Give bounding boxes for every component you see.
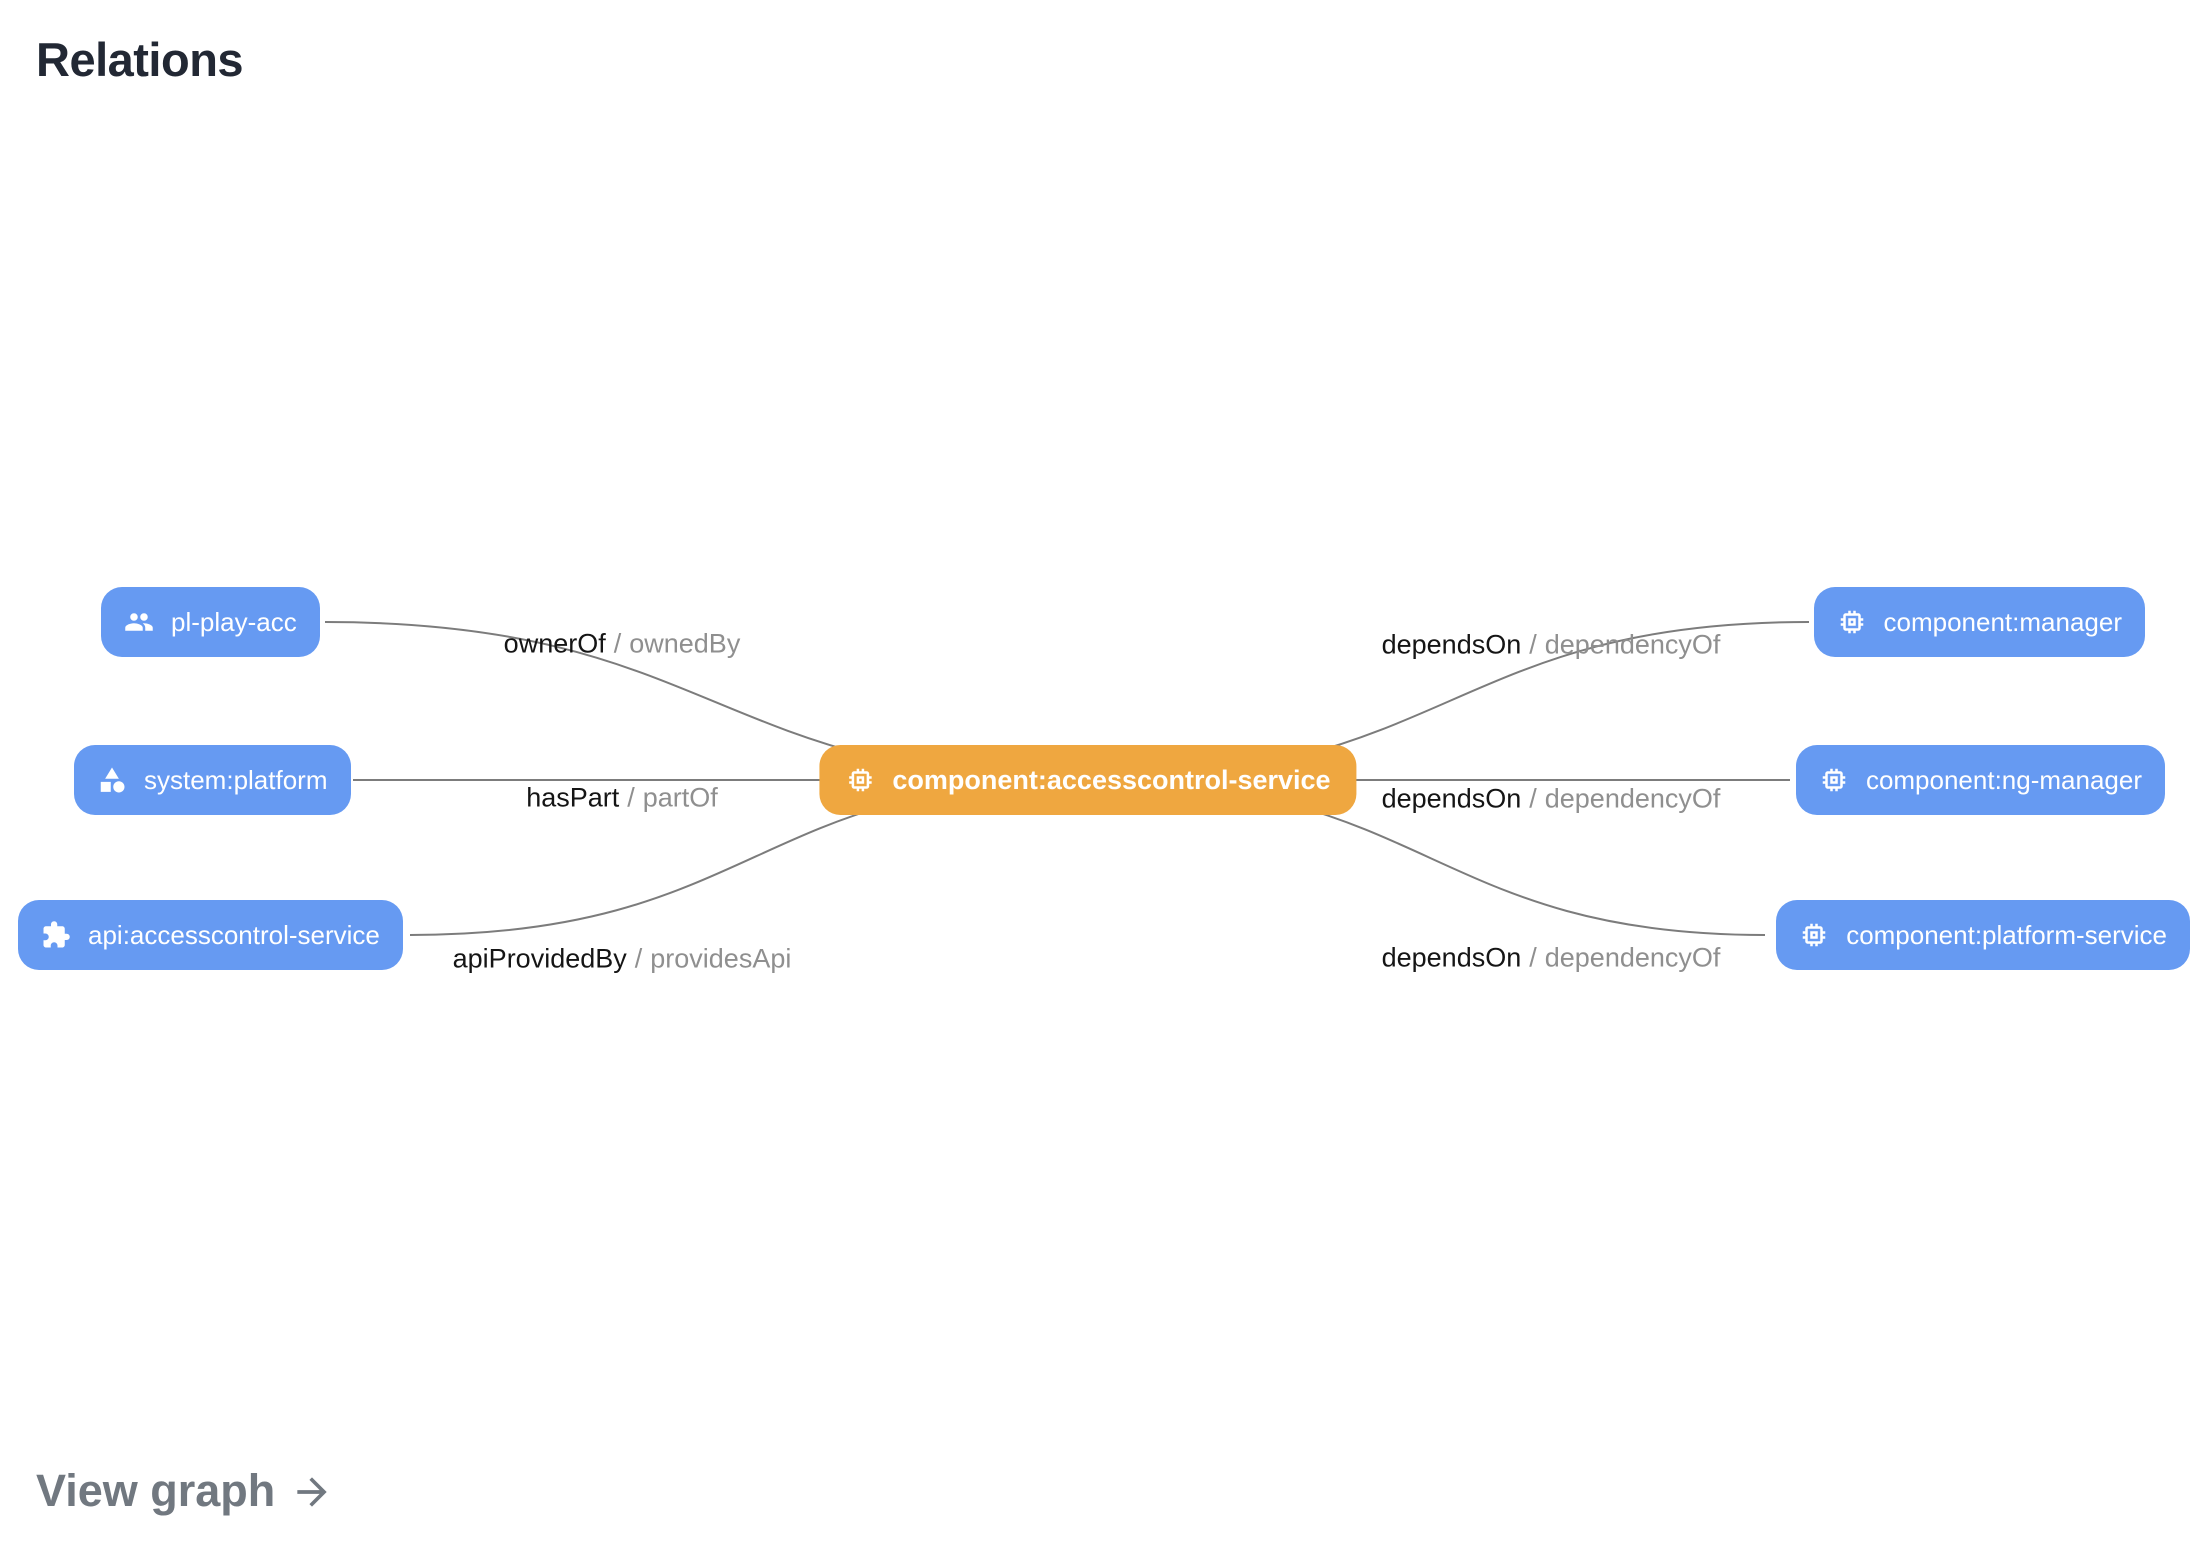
entity-node-component-accesscontrol-service[interactable]: component:accesscontrol-service	[819, 745, 1357, 815]
edge-label-dependson-ng-manager: dependsOn / dependencyOf	[1381, 783, 1721, 814]
edge-label-primary: dependsOn	[1381, 783, 1522, 814]
edge-label-secondary: partOf	[642, 782, 718, 813]
memory-icon	[849, 768, 872, 792]
edge-label-apiprovidedby: apiProvidedBy / providesApi	[452, 943, 792, 974]
category-icon	[100, 767, 125, 793]
group-icon	[125, 613, 153, 631]
extension-icon	[43, 921, 70, 948]
memory-icon	[1802, 923, 1826, 947]
edge-label-separator: /	[1529, 783, 1537, 814]
entity-node-component-ng-manager[interactable]: component:ng-manager	[1795, 745, 2165, 815]
edge-label-secondary: dependencyOf	[1544, 629, 1721, 660]
edge-label-dependson-platform-service: dependsOn / dependencyOf	[1381, 942, 1721, 973]
edge-label-primary: dependsOn	[1381, 629, 1522, 660]
entity-node-label: api:accesscontrol-service	[88, 919, 380, 950]
edge-label-primary: dependsOn	[1381, 942, 1522, 973]
edge-label-separator: /	[627, 782, 635, 813]
entity-node-component-manager[interactable]: component:manager	[1813, 587, 2145, 657]
edge-label-separator: /	[613, 628, 622, 659]
entity-node-label: component:platform-service	[1846, 919, 2167, 950]
edge-label-secondary: dependencyOf	[1544, 783, 1721, 814]
entity-node-api-accesscontrol-service[interactable]: api:accesscontrol-service	[18, 900, 403, 970]
edge-label-primary: apiProvidedBy	[452, 943, 627, 974]
view-graph-link[interactable]: View graph	[36, 1466, 334, 1514]
entity-node-label: component:ng-manager	[1865, 764, 2142, 795]
edge-label-dependson-manager: dependsOn / dependencyOf	[1381, 629, 1721, 660]
edge-label-primary: ownerOf	[503, 628, 606, 659]
memory-icon	[1822, 768, 1846, 792]
arrow-forward-icon	[297, 1477, 327, 1507]
entity-node-label: component:accesscontrol-service	[892, 764, 1331, 795]
edge-label-secondary: ownedBy	[629, 628, 741, 659]
edge-label-haspart: hasPart / partOf	[526, 782, 718, 813]
entity-node-label: system:platform	[144, 764, 328, 795]
entity-node-label: pl-play-acc	[171, 606, 297, 637]
edge-label-secondary: providesApi	[650, 943, 792, 974]
entity-node-system-platform[interactable]: system:platform	[74, 745, 351, 815]
edge-label-primary: hasPart	[526, 782, 620, 813]
memory-icon	[1840, 610, 1863, 634]
page-title: Relations	[36, 33, 244, 86]
entity-node-label: component:manager	[1883, 606, 2122, 637]
edge-label-ownerof: ownerOf / ownedBy	[503, 628, 741, 659]
entity-node-component-platform-service[interactable]: component:platform-service	[1776, 900, 2190, 970]
view-graph-label: View graph	[36, 1464, 276, 1516]
entity-node-pl-play-acc[interactable]: pl-play-acc	[101, 587, 320, 657]
edge-label-separator: /	[1529, 629, 1537, 660]
edge-label-separator: /	[1529, 942, 1537, 973]
edge-label-separator: /	[634, 943, 643, 974]
edge-label-secondary: dependencyOf	[1544, 942, 1721, 973]
